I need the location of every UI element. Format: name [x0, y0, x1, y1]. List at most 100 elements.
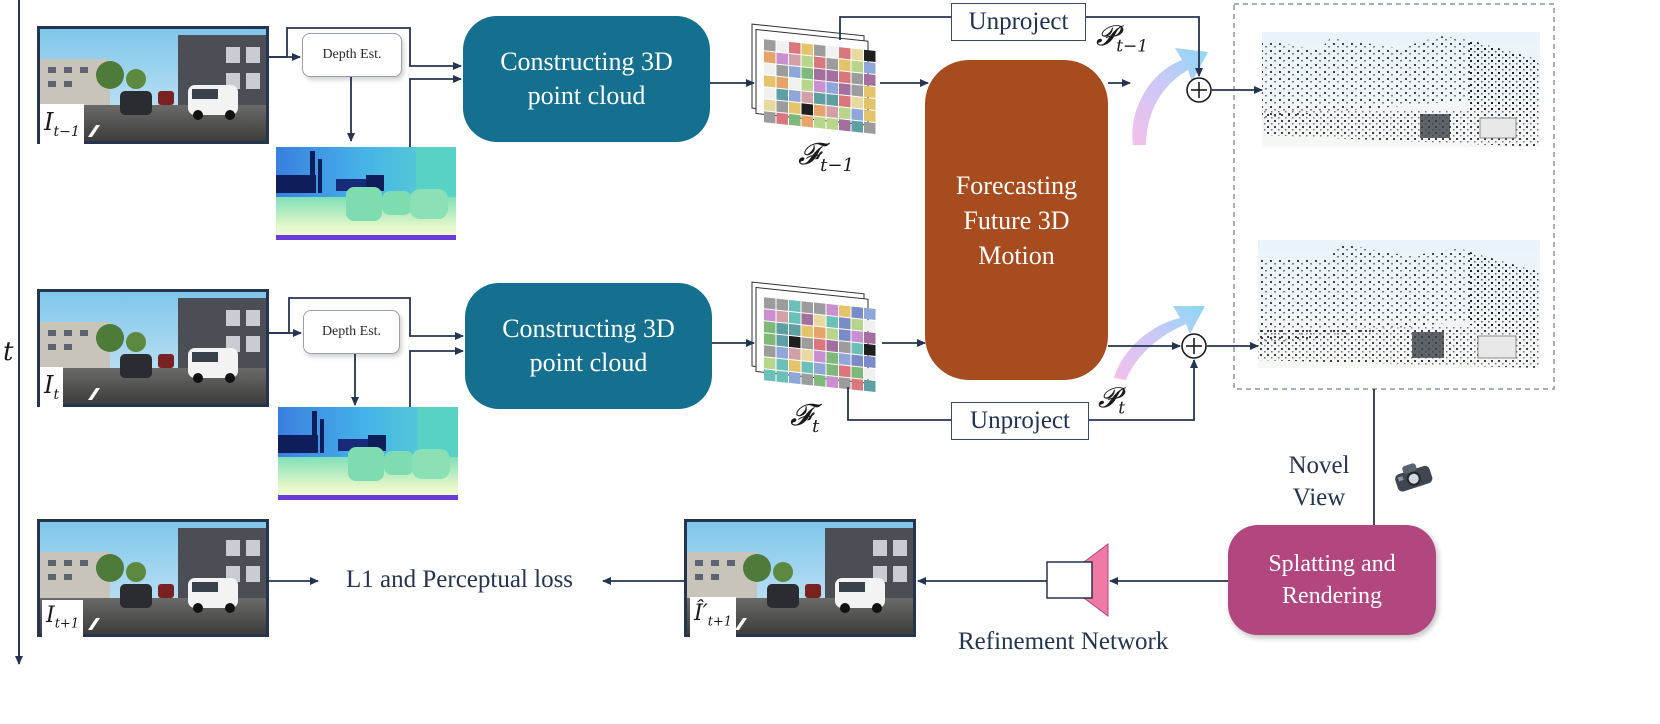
- feature-cell: [851, 354, 863, 367]
- feature-cell: [814, 350, 826, 363]
- feature-cell: [764, 99, 776, 112]
- depth-est-label: Depth Est.: [321, 324, 382, 339]
- feature-cell: [826, 363, 838, 377]
- feature-cell: [776, 370, 788, 383]
- depth-est-label: Depth Est.: [322, 47, 382, 62]
- frame-curr-label: It: [40, 367, 64, 413]
- feature-cell: [864, 319, 876, 333]
- feature-cell: [839, 329, 851, 342]
- feature-cell: [789, 323, 801, 337]
- feature-cell: [826, 69, 838, 83]
- depth-est-box-prev: Depth Est.: [302, 33, 402, 77]
- novel-view-line2: View: [1292, 484, 1346, 511]
- novel-view-line1: Novel: [1288, 452, 1350, 479]
- feature-cell: [801, 55, 813, 68]
- feature-cell: [814, 56, 826, 69]
- feature-cell: [851, 84, 863, 97]
- feature-cell: [789, 299, 801, 313]
- feature-cell: [851, 72, 863, 85]
- feature-cell: [776, 322, 788, 335]
- point-cloud-curr: [1258, 240, 1540, 368]
- feature-cell: [814, 362, 826, 375]
- feature-cell: [839, 305, 851, 318]
- feature-cell: [776, 52, 788, 65]
- feature-cell: [801, 349, 813, 362]
- refinement-network-icon: [1046, 543, 1109, 617]
- construct-point-cloud-box-prev: Constructing 3D point cloud: [463, 16, 710, 142]
- frame-prev-label: It−1: [40, 104, 84, 150]
- feature-cell: [814, 314, 826, 327]
- feature-cell: [764, 75, 776, 88]
- feature-cell: [864, 121, 876, 135]
- feature-cell: [801, 337, 813, 350]
- construct-label-line1: Constructing 3D: [502, 314, 675, 343]
- feature-cell: [776, 76, 788, 89]
- point-cloud-prev: [1262, 32, 1540, 147]
- unproject-box-prev: Unproject: [951, 3, 1086, 41]
- frame-pred-label: Î′t+1: [690, 597, 737, 640]
- feature-cell: [801, 313, 813, 326]
- feature-cell: [864, 367, 876, 381]
- feature-cell: [851, 342, 863, 355]
- feature-cell: [864, 331, 876, 345]
- feature-cell: [814, 92, 826, 105]
- feature-cell: [764, 309, 776, 322]
- feature-cell: [839, 47, 851, 60]
- feature-cell: [826, 93, 838, 107]
- feature-cell: [789, 113, 801, 127]
- feature-cell: [789, 347, 801, 361]
- feature-cell: [801, 67, 813, 80]
- feature-cell: [826, 303, 838, 317]
- construct-point-cloud-box-curr: Constructing 3D point cloud: [465, 283, 712, 409]
- feature-cell: [776, 334, 788, 347]
- camera-icon: [1395, 463, 1433, 492]
- feature-cell: [789, 335, 801, 349]
- feature-cell: [764, 63, 776, 76]
- feature-cell: [801, 361, 813, 374]
- unproject-box-curr: Unproject: [951, 402, 1089, 440]
- feature-cell: [814, 44, 826, 57]
- feature-cell: [864, 343, 876, 357]
- feature-cell: [851, 366, 863, 379]
- point-cloud-panel: [1233, 3, 1555, 390]
- feature-cell: [839, 119, 851, 132]
- feature-cell: [864, 49, 876, 63]
- feature-cell: [764, 321, 776, 334]
- feature-cell: [801, 91, 813, 104]
- feature-cell: [764, 87, 776, 100]
- feature-cell: [764, 297, 776, 310]
- feature-cell: [826, 327, 838, 341]
- feature-cell: [864, 307, 876, 321]
- unproject-label: Unproject: [970, 407, 1070, 434]
- connector-arrows: [269, 16, 1375, 585]
- frame-next-label: It+1: [42, 600, 84, 641]
- feature-cell: [851, 108, 863, 121]
- feature-cell: [764, 333, 776, 346]
- feature-cell: [764, 369, 776, 382]
- feature-cell: [851, 378, 863, 391]
- feature-cell: [826, 375, 838, 389]
- feature-cell: [776, 310, 788, 323]
- feature-cell: [826, 315, 838, 329]
- feature-cell: [776, 88, 788, 101]
- feature-cell: [864, 379, 876, 393]
- depth-map-prev: [276, 147, 456, 240]
- feature-cell: [776, 112, 788, 125]
- depth-map-curr: [278, 407, 458, 500]
- feature-cell: [839, 377, 851, 390]
- feature-cell: [801, 43, 813, 56]
- feature-cell: [851, 120, 863, 133]
- forecast-line2: Future 3D: [963, 205, 1070, 235]
- plus-circle-curr: [1181, 333, 1207, 359]
- feature-cell: [776, 64, 788, 77]
- novel-view-label: Novel View: [1286, 450, 1352, 514]
- feature-cell: [789, 65, 801, 79]
- feature-cell: [814, 338, 826, 351]
- feature-cell: [801, 115, 813, 128]
- unproject-label: Unproject: [968, 8, 1069, 35]
- feature-cell: [851, 60, 863, 73]
- feature-cell: [764, 345, 776, 358]
- feature-curr-label: 𝓕t: [790, 398, 820, 437]
- feature-cell: [839, 353, 851, 366]
- feature-cell: [864, 109, 876, 123]
